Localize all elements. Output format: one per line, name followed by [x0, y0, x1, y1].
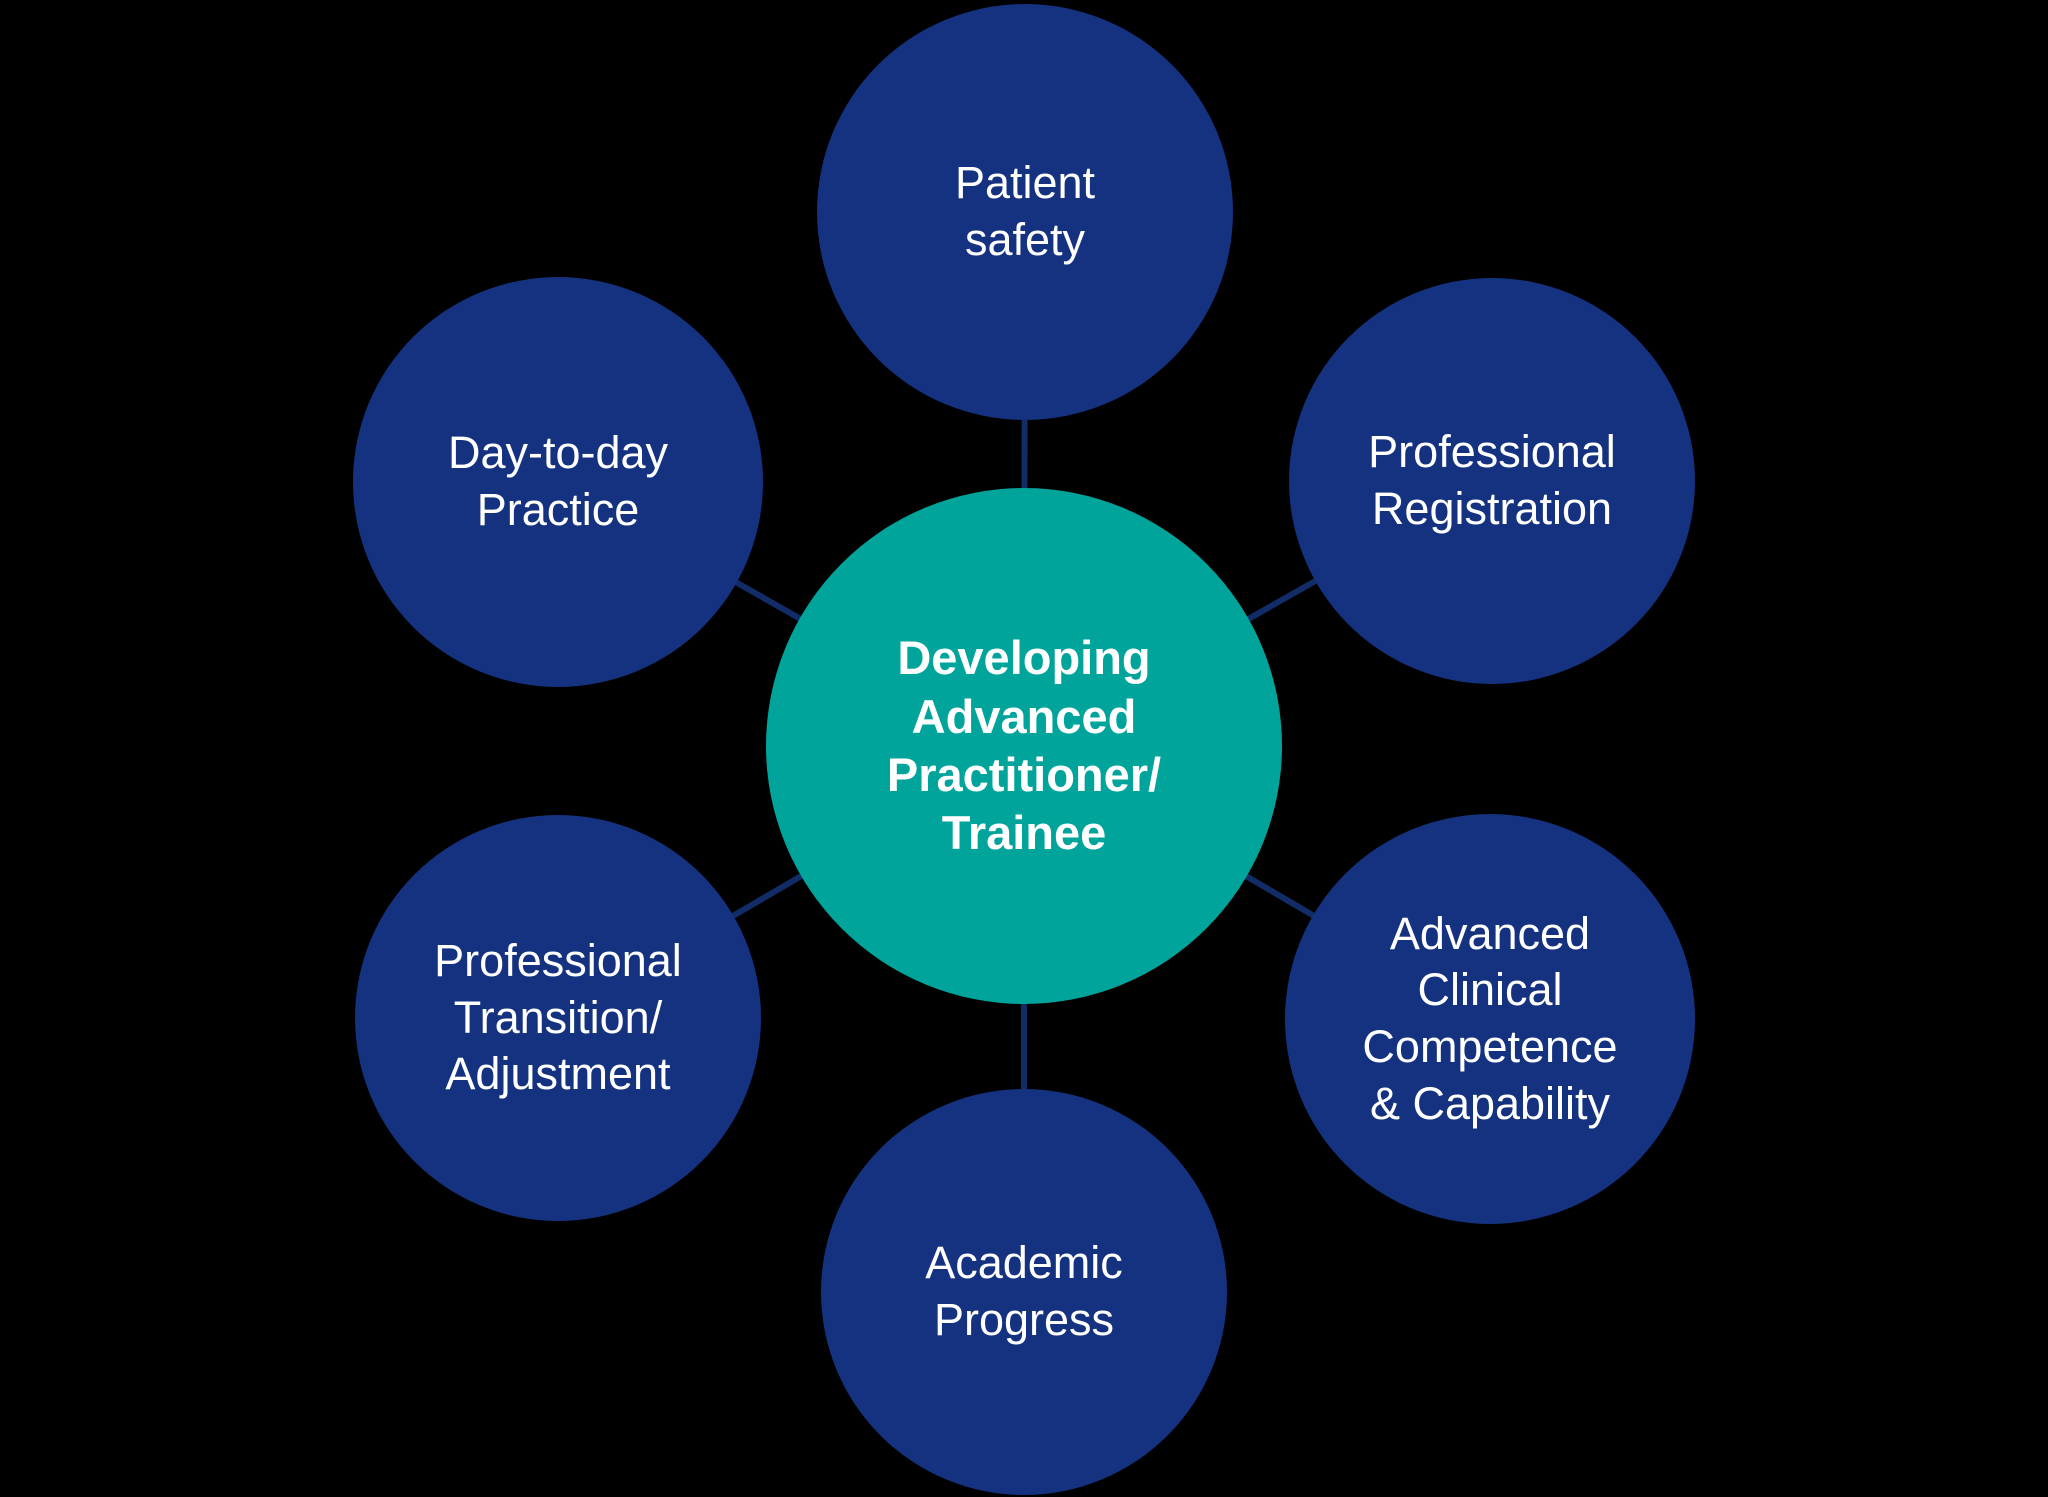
node-advanced-clinical-competence-capability: Advanced Clinical Competence & Capabilit… — [1285, 814, 1695, 1224]
node-academic-progress: Academic Progress — [821, 1089, 1227, 1495]
node-patient-safety: Patient safety — [817, 4, 1233, 420]
node-developing-advanced-practitioner-trainee: Developing Advanced Practitioner/ Traine… — [766, 488, 1282, 1004]
node-professional-transition-adjustment: Professional Transition/ Adjustment — [355, 815, 761, 1221]
node-day-to-day-practice: Day-to-day Practice — [353, 277, 763, 687]
node-professional-registration: Professional Registration — [1289, 278, 1695, 684]
